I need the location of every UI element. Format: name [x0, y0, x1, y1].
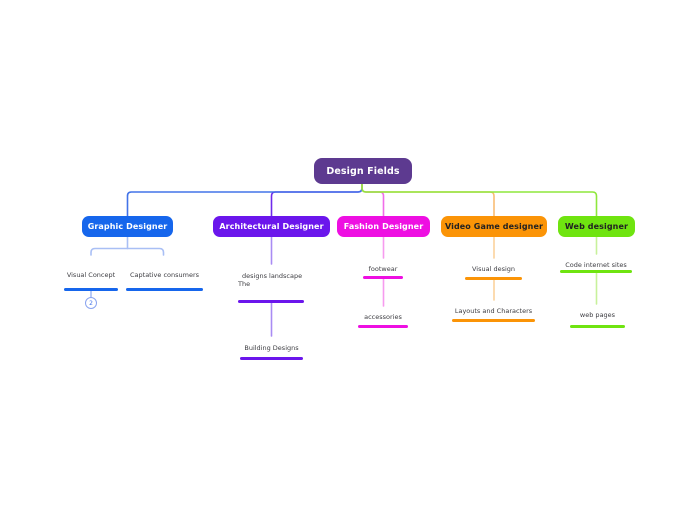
topic-label: Video Game designer — [444, 222, 544, 231]
subtopic-label: accessories — [364, 313, 402, 321]
collapsed-count: 2 — [89, 299, 93, 307]
topic-label: Architectural Designer — [219, 222, 324, 231]
subtopic-label: Captative consumers — [129, 271, 200, 279]
subtopic-underline — [126, 288, 203, 291]
connector-root-architectural — [270, 183, 363, 217]
connector-graphic-rail — [90, 247, 165, 256]
topic-fashion-designer[interactable]: Fashion Designer — [337, 216, 430, 237]
subtopic-underline — [238, 300, 304, 303]
connector-root-graphic — [126, 183, 363, 217]
subtopic-building-designs[interactable]: Building Designs — [240, 344, 303, 360]
subtopic-layouts-and-characters[interactable]: Layouts and Characters — [452, 307, 535, 322]
connector-root-fashion — [361, 183, 385, 217]
subtopic-underline — [452, 319, 535, 322]
subtopic-label: Layouts and Characters — [454, 307, 533, 315]
subtopic-underline — [465, 277, 522, 280]
subtopic-label: footwear — [368, 265, 398, 273]
root-topic-label: Design Fields — [326, 165, 400, 177]
subtopic-captative-consumers[interactable]: Captative consumers — [126, 271, 203, 291]
topic-label: Fashion Designer — [343, 222, 424, 231]
subtopic-label: web pages — [579, 311, 616, 319]
subtopic-label: Building Designs — [244, 344, 299, 352]
topic-graphic-designer[interactable]: Graphic Designer — [82, 216, 173, 237]
subtopic-underline — [570, 325, 625, 328]
topic-video-game-designer[interactable]: Video Game designer — [441, 216, 547, 237]
subtopic-accessories[interactable]: accessories — [358, 313, 408, 328]
topic-label: Graphic Designer — [87, 222, 168, 231]
subtopic-underline — [560, 270, 632, 273]
subtopic-underline — [240, 357, 303, 360]
connector-root-videogame — [361, 183, 495, 217]
subtopic-code-internet-sites[interactable]: Code internet sites — [560, 261, 632, 273]
subtopic-underline — [64, 288, 118, 291]
subtopic-label: Code internet sites — [565, 261, 627, 269]
subtopic-footwear[interactable]: footwear — [363, 265, 403, 279]
collapsed-count-badge[interactable]: 2 — [85, 297, 97, 309]
subtopic-underline — [358, 325, 408, 328]
subtopic-label: Visual design — [471, 265, 516, 273]
subtopic-underline — [363, 276, 403, 279]
root-topic-design-fields[interactable]: Design Fields — [314, 158, 412, 184]
topic-web-designer[interactable]: Web designer — [558, 216, 635, 237]
subtopic-visual-design[interactable]: Visual design — [465, 265, 522, 280]
topic-architectural-designer[interactable]: Architectural Designer — [213, 216, 330, 237]
subtopic-visual-concept[interactable]: Visual Concept — [64, 271, 118, 291]
topic-label: Web designer — [564, 222, 629, 231]
subtopic-web-pages[interactable]: web pages — [570, 311, 625, 328]
connector-root-web — [361, 183, 598, 217]
subtopic-label: Visual Concept — [66, 271, 116, 279]
